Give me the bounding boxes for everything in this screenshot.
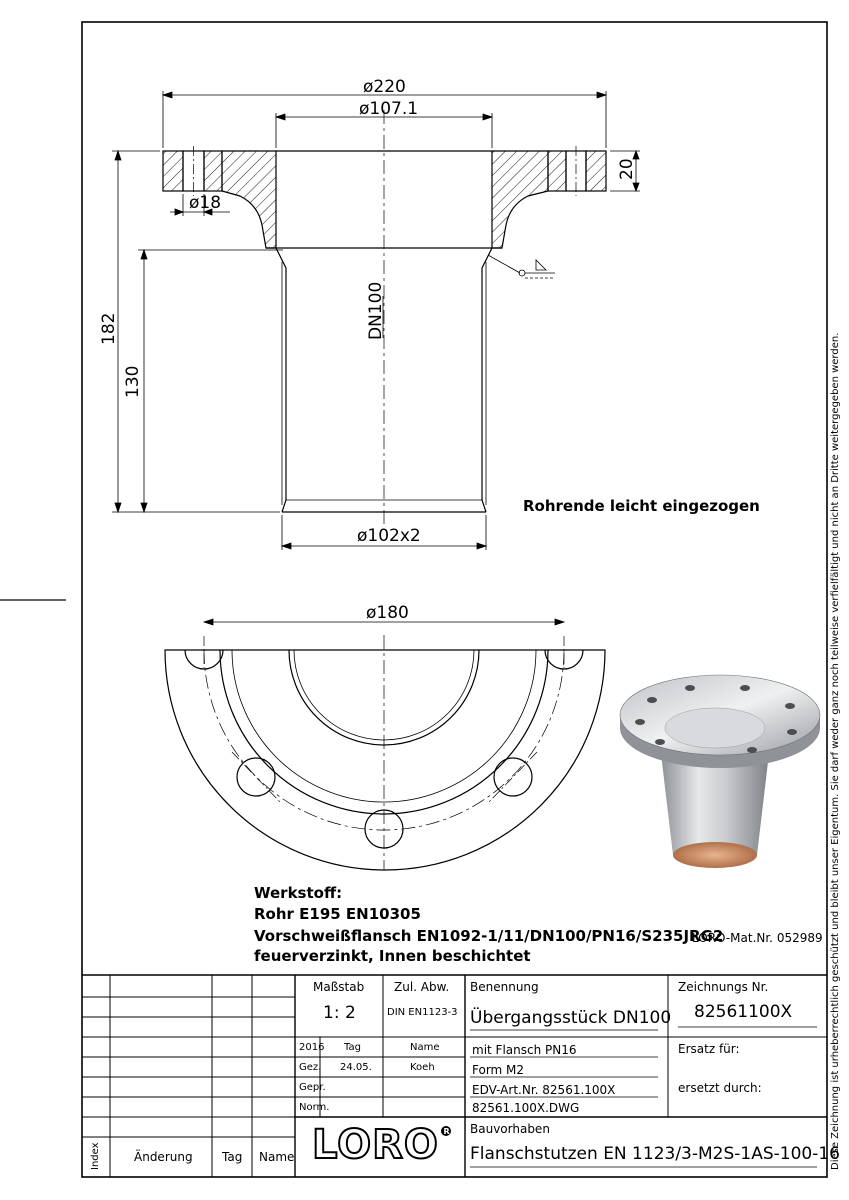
flange-section-right-inner <box>547 150 567 192</box>
line-dwg: 82561.100X.DWG <box>472 1101 580 1115</box>
copyright-note: Diese Zeichnung ist urheberrechtlich ges… <box>830 332 841 1170</box>
loro-logo: R <box>441 1126 451 1136</box>
zeichnungs-nr-value: 82561100X <box>694 1002 793 1022</box>
gepr-label: Gepr. <box>299 1082 326 1093</box>
benennung-value: Übergangsstück DN100 <box>470 1008 672 1028</box>
dim-pitch-circle: ø180 <box>366 603 409 623</box>
ersetzt-durch-label: ersetzt durch: <box>678 1081 762 1095</box>
dim-bolt-hole: ø18 <box>189 193 222 213</box>
flange-section-left-outer <box>162 150 184 192</box>
line-flansch: mit Flansch PN16 <box>472 1043 577 1057</box>
zul-abw-value: DIN EN1123-3 <box>387 1007 458 1018</box>
loro-logo-text: LORO <box>311 1121 439 1169</box>
material-heading: Werkstoff: <box>254 884 343 902</box>
gez-label: Gez. <box>299 1062 322 1073</box>
note-pipe-end: Rohrende leicht eingezogen <box>523 497 760 515</box>
material-line-1: Rohr E195 EN10305 <box>254 905 421 923</box>
hub-section-left <box>221 150 277 249</box>
massstab-label: Maßstab <box>313 980 365 994</box>
drawing-frame <box>81 21 828 1178</box>
plan-view-dimensions <box>202 618 566 626</box>
name-label: Name <box>410 1042 440 1053</box>
tag2-label: Tag <box>222 1150 243 1164</box>
norm-label: Norm. <box>299 1102 330 1113</box>
material-line-3: feuerverzinkt, Innen beschichtet <box>254 947 531 965</box>
3d-render <box>619 674 821 868</box>
line-edv: EDV-Art.Nr. 82561.100X <box>472 1083 616 1097</box>
dim-inner-diameter: ø107.1 <box>359 99 419 119</box>
svg-text:R: R <box>444 1127 450 1136</box>
name2-label: Name <box>259 1150 295 1164</box>
dim-tube-length: 130 <box>123 365 143 398</box>
line-form: Form M2 <box>472 1063 525 1077</box>
side-view <box>162 110 607 525</box>
flange-section-right-outer <box>585 150 607 192</box>
index-label: Index <box>90 1142 101 1170</box>
material-line-2: Vorschweißflansch EN1092-1/11/DN100/PN16… <box>254 927 724 945</box>
bauvorhaben-value: Flanschstutzen EN 1123/3-M2S-1AS-100-16 <box>470 1144 840 1164</box>
gez-date: 24.05. <box>340 1062 372 1073</box>
dim-overall-height: 182 <box>99 312 119 345</box>
benennung-label: Benennung <box>470 980 539 994</box>
dim-flange-thickness: 20 <box>617 158 637 180</box>
tag-label: Tag <box>344 1042 361 1053</box>
ersatz-fuer-label: Ersatz für: <box>678 1042 740 1056</box>
gez-name: Koeh <box>410 1062 435 1073</box>
dim-tube-diameter: ø102x2 <box>357 526 421 546</box>
zul-abw-label: Zul. Abw. <box>394 980 450 994</box>
mat-nr: LORO-Mat.Nr. 052989 <box>692 931 823 945</box>
flange-section-left-inner <box>203 150 223 192</box>
aenderung-label: Änderung <box>134 1150 193 1164</box>
side-view-dimensions <box>112 91 640 550</box>
year: 2016 <box>299 1042 325 1053</box>
massstab-value: 1: 2 <box>323 1003 356 1023</box>
dim-nominal: DN100 <box>366 281 386 340</box>
zeichnungs-nr-label: Zeichnungs Nr. <box>678 980 769 994</box>
plan-view <box>164 635 606 871</box>
bauvorhaben-label: Bauvorhaben <box>470 1122 550 1136</box>
hub-section-right <box>491 150 549 249</box>
title-block-grid <box>82 974 827 1177</box>
dim-flange-diameter: ø220 <box>363 77 406 97</box>
flange-outer-half <box>164 649 606 871</box>
